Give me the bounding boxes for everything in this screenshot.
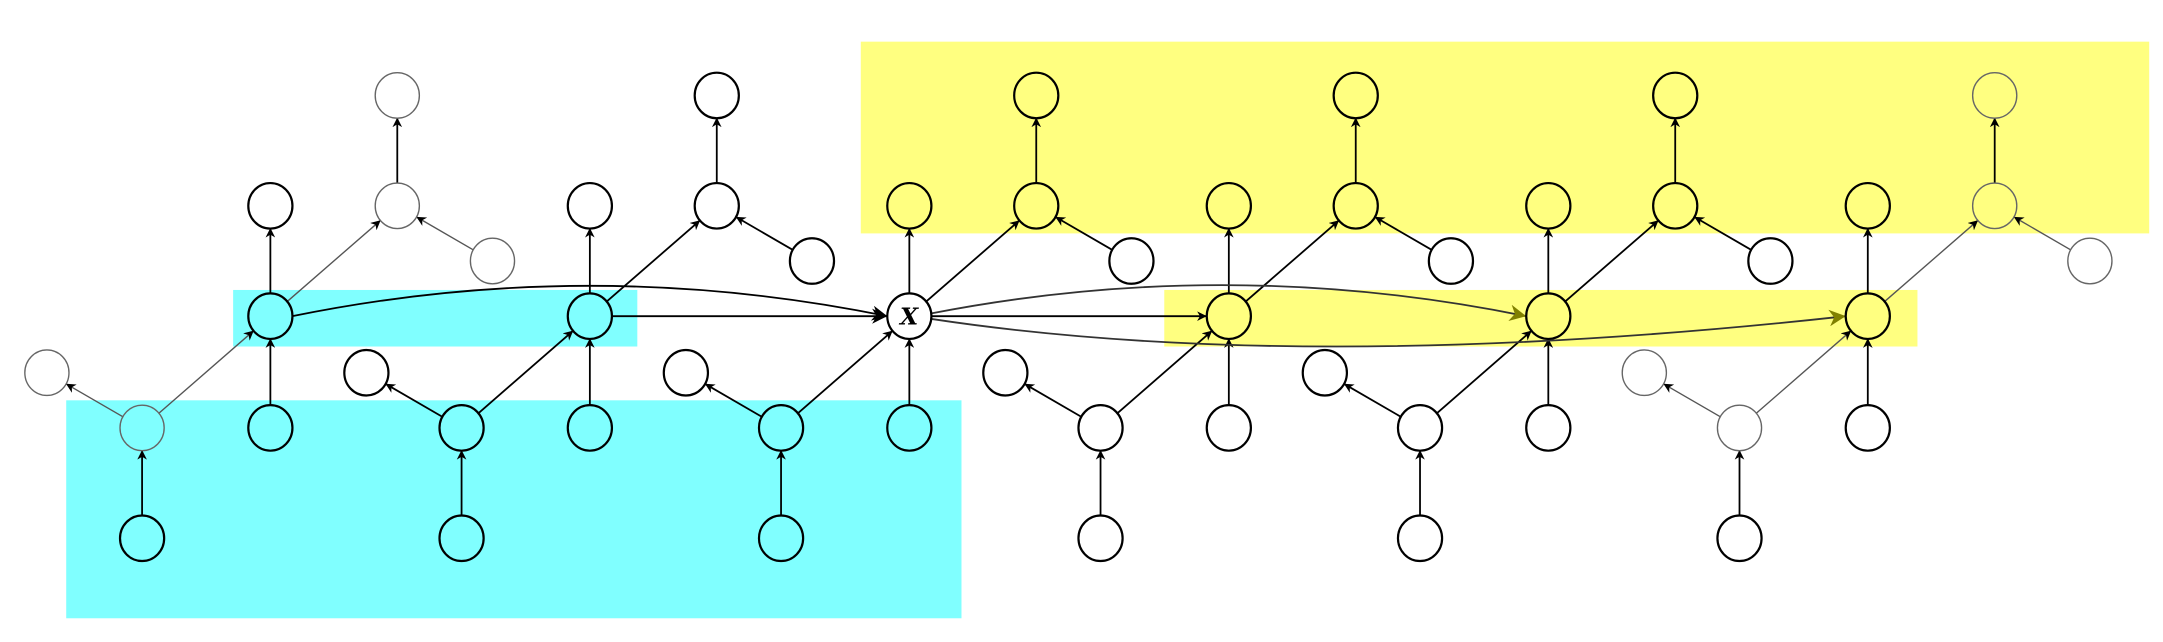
parent-node	[1525, 404, 1572, 452]
grandchild-node	[1332, 71, 1379, 120]
edge-arrow	[158, 330, 255, 414]
edge-arrow	[1023, 383, 1082, 418]
child-node	[693, 181, 740, 230]
co-parent-node	[788, 237, 836, 285]
co-parent-node	[2067, 237, 2113, 285]
main-node	[566, 292, 614, 341]
edge-arrow	[1564, 219, 1660, 303]
co-parent-node	[469, 237, 516, 285]
child-node	[1205, 181, 1253, 230]
long-edge-arrow	[292, 284, 888, 321]
edge-arrow	[1663, 383, 1721, 418]
edge-arrow	[704, 383, 763, 418]
parent-node	[1205, 404, 1253, 452]
edge-arrow	[416, 216, 474, 251]
long-edge-arrow	[931, 284, 1527, 321]
edge-arrow	[797, 329, 894, 415]
parent-node	[1844, 404, 1891, 452]
sibling-node	[24, 349, 70, 397]
grandparent-node	[1396, 514, 1444, 563]
sibling-node	[1621, 349, 1668, 397]
edge-arrow	[286, 219, 382, 303]
sibling-node	[343, 348, 390, 397]
grandparent-node	[1716, 514, 1763, 563]
edge-arrow	[1436, 329, 1533, 415]
edge-arrow	[1244, 219, 1340, 303]
cyan-highlight-region	[66, 400, 962, 619]
child-node	[566, 181, 614, 230]
main-node	[1525, 292, 1572, 341]
parent-node	[1716, 404, 1763, 452]
grandchild-node	[1652, 71, 1699, 120]
parent-node	[1396, 404, 1444, 452]
edge-arrow	[735, 216, 794, 251]
edge-arrow	[1374, 216, 1433, 251]
grandchild-node	[693, 71, 740, 120]
edge-arrow	[925, 219, 1021, 303]
sibling-node	[982, 348, 1029, 397]
main-node	[1844, 292, 1891, 341]
edge-arrow	[1054, 216, 1113, 251]
child-node	[1525, 181, 1572, 230]
edge-arrow	[2013, 216, 2072, 251]
edge-arrow	[385, 383, 443, 418]
co-parent-node	[1108, 237, 1155, 285]
sibling-node	[1301, 348, 1349, 397]
child-node	[1013, 181, 1060, 230]
parent-node	[1077, 404, 1124, 452]
parent-node	[438, 404, 485, 452]
child-node	[1652, 181, 1699, 230]
parent-node	[566, 404, 614, 452]
grandchild-node	[1971, 72, 2018, 119]
grandchild-node	[1013, 71, 1060, 120]
grandparent-node	[438, 514, 485, 563]
long-edge-arrow	[931, 309, 1846, 348]
child-node	[1971, 182, 2018, 230]
edge-arrow	[1883, 219, 1979, 303]
edge-arrow	[65, 383, 124, 418]
parent-node	[757, 404, 805, 452]
child-node	[1332, 181, 1379, 230]
child-node	[886, 181, 933, 230]
child-node	[247, 181, 294, 230]
grandparent-node	[118, 514, 166, 563]
edge-arrow	[477, 329, 574, 415]
parent-node	[886, 404, 933, 452]
center-node-x	[886, 292, 933, 341]
edge-arrow	[1693, 216, 1752, 251]
main-node	[1205, 292, 1253, 341]
child-node	[374, 182, 421, 230]
co-parent-node	[1747, 237, 1794, 285]
child-node	[1844, 181, 1891, 230]
edge-arrow	[605, 219, 701, 303]
grandchild-node	[374, 72, 421, 119]
main-node	[247, 292, 294, 341]
edge-arrow	[1755, 330, 1852, 414]
grandparent-node	[1077, 514, 1124, 563]
parent-node	[247, 404, 294, 452]
edge-arrow	[1343, 383, 1402, 418]
yellow-highlight-region	[860, 41, 2150, 234]
grandparent-node	[757, 514, 805, 563]
center-node-label: X	[898, 302, 919, 330]
parent-node	[119, 404, 165, 452]
sibling-node	[662, 348, 710, 397]
co-parent-node	[1427, 237, 1475, 285]
